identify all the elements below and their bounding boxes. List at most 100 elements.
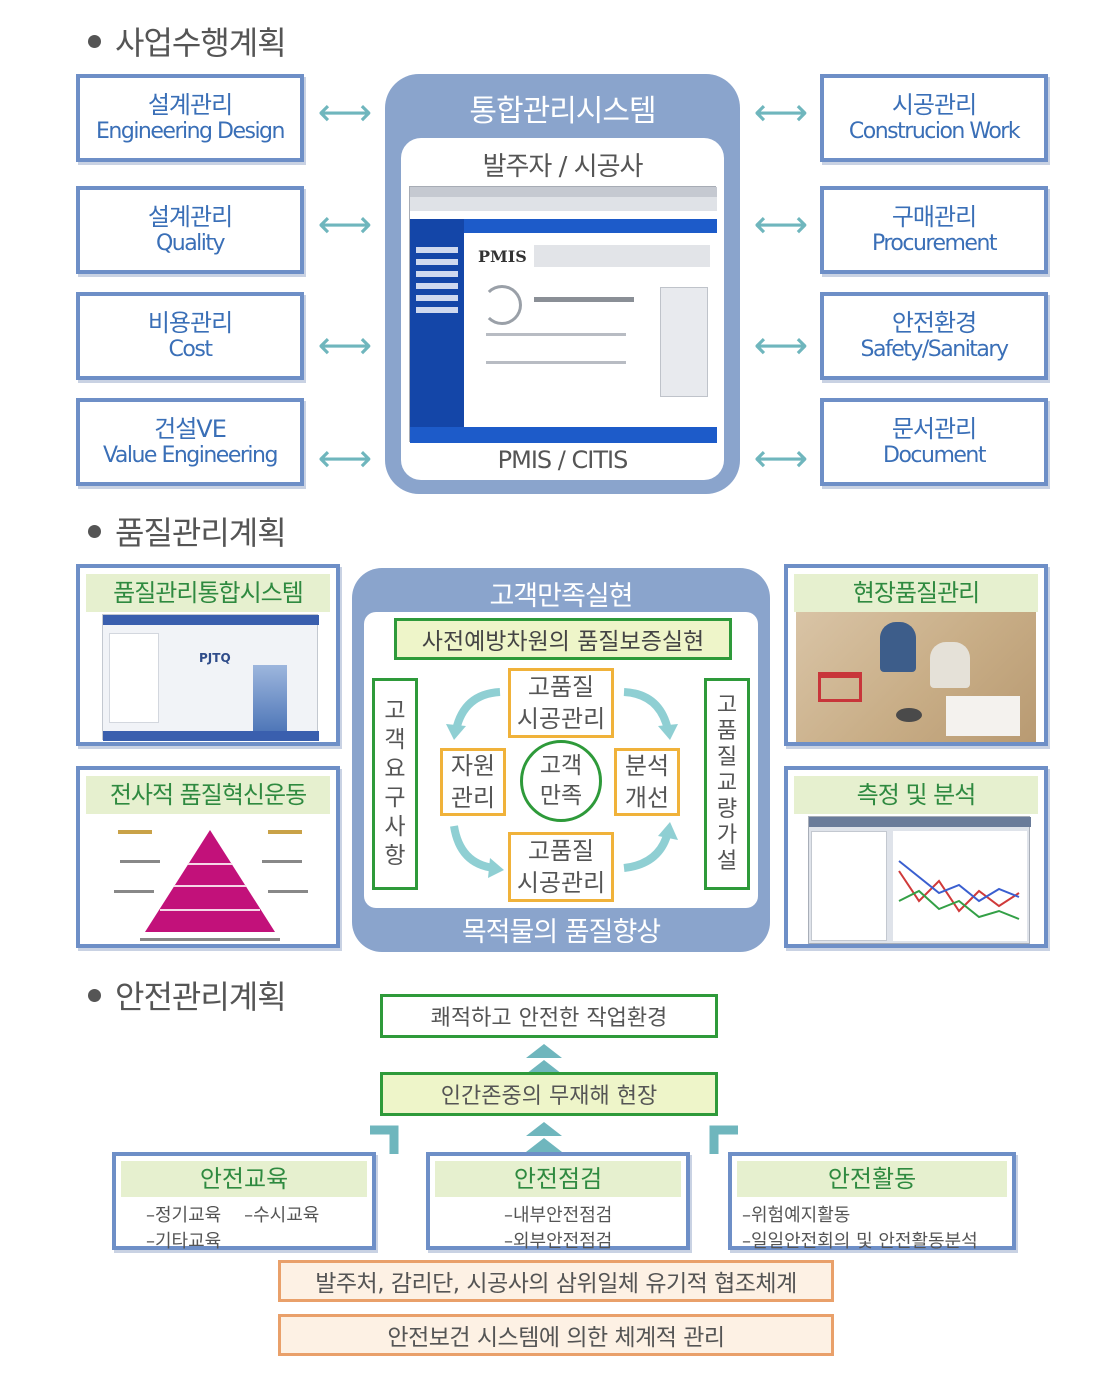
module-safety-sanitary: 안전환경 Safety/Sanitary [820,292,1048,380]
double-arrow-icon: ⟷ [753,90,809,134]
card-site-quality-control: 현장품질관리 [784,564,1048,746]
cycle-arrow-icon [623,822,678,872]
pmis-logo: PMIS [478,247,527,266]
card-body: –위험예지활동 –일일안전회의 및 안전활동분석 [742,1205,978,1252]
worker-figure [930,642,970,688]
cycle-arrow-icon [450,825,504,878]
analysis-screenshot [808,816,1031,944]
module-en-label: Document [883,443,986,468]
base-cooperation-system: 발주처, 감리단, 시공사의 삼위일체 유기적 협조체계 [278,1260,834,1302]
module-ko-label: 구매관리 [891,203,977,231]
module-ko-label: 문서관리 [891,415,977,443]
corner-arrow-icon [370,1125,399,1154]
module-ko-label: 설계관리 [147,91,233,119]
module-quality: 설계관리 Quality [76,186,304,274]
screenshot-content: PMIS [464,233,717,427]
module-value-engineering: 건설VE Value Engineering [76,398,304,486]
module-en-label: Safety/Sanitary [860,337,1009,362]
pmis-screenshot: PMIS [409,186,717,443]
cycle-arrow-icon [623,688,678,740]
module-construction-work: 시공관리 Construcion Work [820,74,1048,162]
module-en-label: Value Engineering [103,443,278,468]
screenshot-sidebar [410,219,464,427]
module-en-label: Engineering Design [96,119,285,144]
integrated-system-panel: 통합관리시스템 발주자 / 시공사 PMIS [385,74,740,494]
pyramid-graphic [114,830,308,941]
screenshot-topnav [464,219,717,233]
card-safety-activity: 안전활동 –위험예지활동 –일일안전회의 및 안전활동분석 [728,1152,1016,1252]
double-arrow-icon: ⟷ [753,436,809,480]
up-chevron-icon [526,1044,562,1074]
quality-center-title: 고객만족실현 [489,581,633,612]
bullet-icon [88,34,101,48]
screenshot-addressbar [410,211,717,219]
card-title: 품질관리통합시스템 [86,574,330,612]
screenshot-side-panel [660,287,708,397]
double-arrow-icon: ⟷ [317,90,373,134]
screenshot-footer [410,427,717,443]
chair-graphic [818,672,862,702]
card-title: 안전교육 [121,1161,367,1197]
goal-comfortable-safe-environment: 쾌적하고 안전한 작업환경 [380,994,718,1038]
data-table-graphic [811,831,887,941]
building-graphic [253,665,287,731]
pjtq-screenshot: PJTQ [102,614,319,741]
cycle-arrow-icon [446,688,501,740]
site-photo [796,612,1036,742]
module-ko-label: 시공관리 [891,91,977,119]
double-arrow-icon: ⟷ [317,436,373,480]
section-title-quality: 품질관리계획 [88,508,287,554]
double-arrow-icon: ⟷ [753,323,809,367]
module-ko-label: 건설VE [154,415,227,443]
section-title-plan: 사업수행계획 [88,18,287,64]
goal-zero-accident-site: 인간존중의 무재해 현장 [380,1072,718,1116]
corner-arrow-icon [709,1125,738,1154]
card-title: 안전활동 [737,1161,1007,1197]
screenshot-toolbar [410,197,717,211]
module-en-label: Quality [155,231,226,256]
card-company-quality-innovation: 전사적 품질혁신운동 [76,766,340,948]
bullet-icon [88,524,101,538]
banner-preventive-quality: 사전예방차원의 품질보증실현 [394,618,732,660]
card-title: 현장품질관리 [794,574,1038,612]
module-engineering-design: 설계관리 Engineering Design [76,74,304,162]
module-document: 문서관리 Document [820,398,1048,486]
card-safety-inspection: 안전점검 –내부안전점검 –외부안전점검 [426,1152,690,1252]
screenshot-banner [534,245,710,267]
system-inner: 발주자 / 시공사 PMIS [401,138,724,480]
module-ko-label: 안전환경 [891,309,977,337]
module-ko-label: 비용관리 [147,309,233,337]
module-en-label: Construcion Work [848,119,1021,144]
module-cost: 비용관리 Cost [76,292,304,380]
line-graph-graphic [893,831,1027,941]
card-measurement-analysis: 측정 및 분석 [784,766,1048,948]
card-quality-integrated-system: 품질관리통합시스템 PJTQ [76,564,340,746]
card-safety-education: 안전교육 –정기교육 –수시교육 –기타교육 [112,1152,376,1252]
paper-graphic [946,696,1020,736]
module-en-label: Cost [168,337,213,362]
quality-center-footer: 목적물의 품질향상 [461,917,661,948]
module-procurement: 구매관리 Procurement [820,186,1048,274]
card-body: –내부안전점검 –외부안전점검 [504,1205,613,1252]
system-footer: PMIS / CITIS [497,446,629,474]
swirl-graphic [482,285,522,325]
section-title-safety: 안전관리계획 [88,972,287,1018]
module-ko-label: 설계관리 [147,203,233,231]
screenshot-menubar [410,187,717,197]
double-arrow-icon: ⟷ [753,202,809,246]
worker-figure [880,622,916,672]
card-title: 전사적 품질혁신운동 [86,776,330,814]
double-arrow-icon: ⟷ [317,202,373,246]
card-body: –정기교육 –수시교육 –기타교육 [146,1205,320,1252]
double-arrow-icon: ⟷ [317,323,373,367]
module-en-label: Procurement [871,231,998,256]
